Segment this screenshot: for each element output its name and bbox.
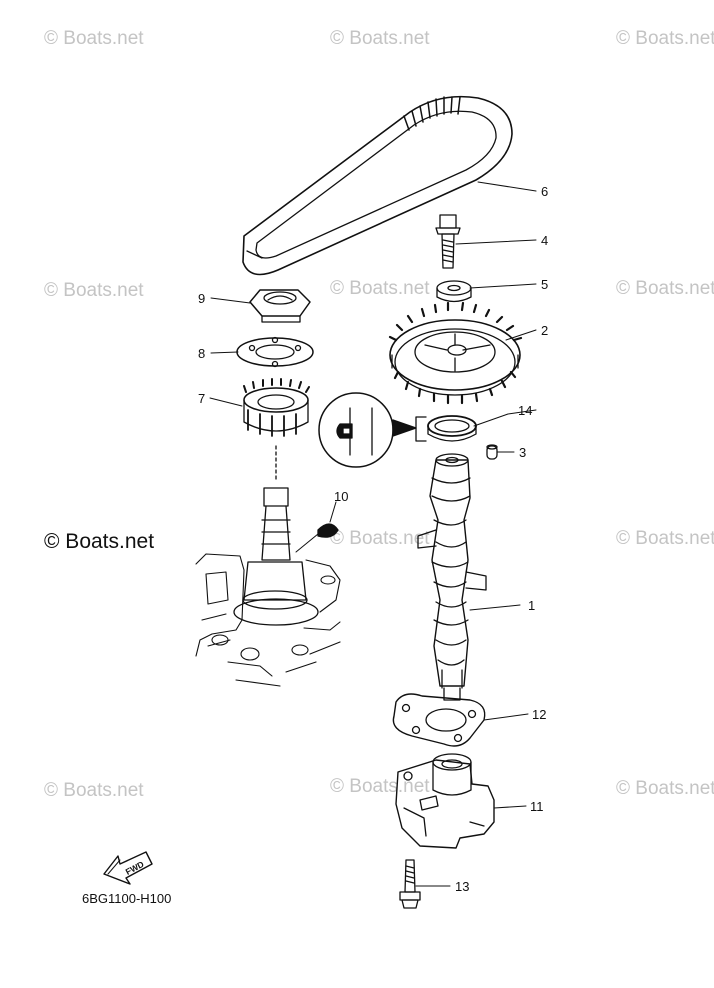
fwd-label: FWD bbox=[124, 859, 146, 877]
oil-pump-part-11 bbox=[395, 753, 495, 849]
callout-14: 14 bbox=[518, 403, 533, 418]
crankshaft-assembly bbox=[233, 445, 319, 626]
callout-2: 2 bbox=[541, 323, 549, 338]
bolt-part-13 bbox=[399, 859, 421, 909]
brand-watermark: © Boats.net bbox=[44, 530, 155, 553]
watermark: © Boats.net bbox=[44, 780, 144, 801]
watermark: © Boats.net bbox=[616, 278, 714, 299]
watermark: © Boats.net bbox=[44, 280, 144, 301]
engine-block-section bbox=[195, 553, 341, 687]
watermark: © Boats.net bbox=[616, 528, 714, 549]
watermark: © Boats.net bbox=[330, 776, 430, 797]
callout-4: 4 bbox=[541, 233, 549, 248]
callout-1: 1 bbox=[528, 598, 536, 613]
seal-detail-inset bbox=[318, 392, 427, 468]
drive-sprocket-part-7 bbox=[243, 378, 310, 437]
callout-8: 8 bbox=[198, 346, 206, 361]
fwd-arrow-icon: FWD bbox=[103, 851, 153, 885]
cam-pulley-part-2 bbox=[388, 301, 523, 405]
diagram-code: 6BG1100-H100 bbox=[82, 891, 172, 906]
watermark: © Boats.net bbox=[616, 778, 714, 799]
bolt-part-4 bbox=[435, 214, 461, 269]
watermark: © Boats.net bbox=[330, 528, 430, 549]
dowel-pin-part-3 bbox=[486, 444, 498, 460]
leader-lines bbox=[209, 181, 537, 887]
callout-13: 13 bbox=[455, 879, 470, 894]
watermark: © Boats.net bbox=[616, 28, 714, 49]
washer-part-5 bbox=[436, 280, 472, 303]
callout-6: 6 bbox=[541, 184, 549, 199]
callout-9: 9 bbox=[198, 291, 206, 306]
callout-5: 5 bbox=[541, 277, 549, 292]
oil-seal-part-14 bbox=[427, 415, 477, 442]
woodruff-key-part-10 bbox=[317, 523, 339, 538]
callout-11: 11 bbox=[530, 799, 544, 814]
watermark: © Boats.net bbox=[330, 28, 430, 49]
camshaft-part-1 bbox=[417, 453, 487, 701]
callout-12: 12 bbox=[532, 707, 547, 722]
watermark: © Boats.net bbox=[44, 28, 144, 49]
watermark: © Boats.net bbox=[330, 278, 430, 299]
callout-7: 7 bbox=[198, 391, 206, 406]
plate-part-8 bbox=[236, 336, 314, 368]
gasket-part-12 bbox=[392, 693, 486, 747]
callout-10: 10 bbox=[334, 489, 349, 504]
callout-3: 3 bbox=[519, 445, 527, 460]
timing-belt-part-6 bbox=[242, 95, 513, 276]
nut-part-9 bbox=[249, 289, 311, 323]
